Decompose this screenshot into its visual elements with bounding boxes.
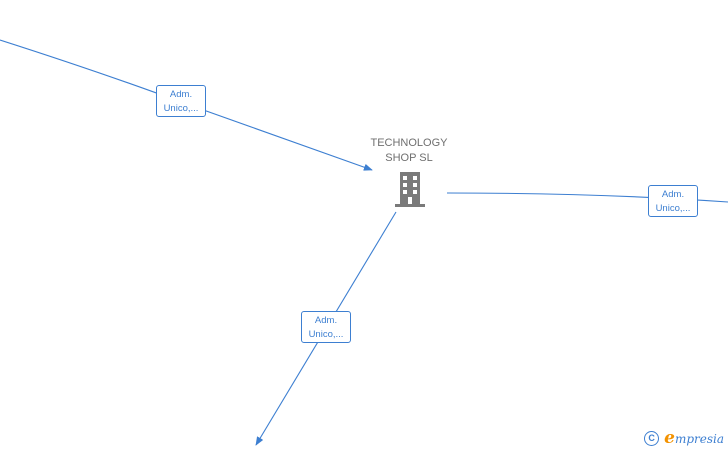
company-name-line1: TECHNOLOGY	[370, 137, 448, 149]
brand-name: mpresia	[674, 432, 724, 446]
copyright-icon: C	[644, 430, 660, 446]
relation-role: Adm.	[169, 89, 193, 100]
relation-role: Adm.	[314, 315, 338, 326]
company-name[interactable]: TECHNOLOGY SHOP SL	[358, 136, 460, 166]
relation-detail: Unico,...	[655, 203, 691, 214]
company-name-line2: SHOP SL	[385, 152, 433, 164]
brand-initial: e	[664, 428, 675, 448]
relation-detail: Unico,...	[308, 329, 344, 340]
relation-label[interactable]: Adm. Unico,...	[156, 85, 206, 117]
relation-role: Adm.	[661, 189, 685, 200]
relation-label[interactable]: Adm. Unico,...	[301, 311, 351, 343]
relation-label[interactable]: Adm. Unico,...	[648, 185, 698, 217]
building-icon[interactable]	[393, 170, 427, 208]
relation-detail: Unico,...	[163, 103, 199, 114]
